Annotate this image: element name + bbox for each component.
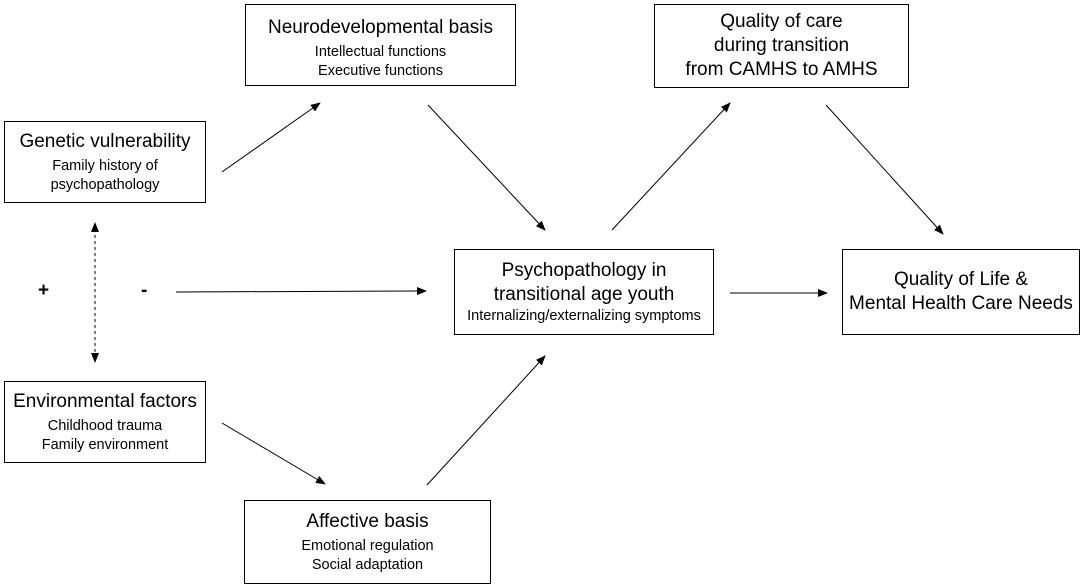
minus-sign: - — [141, 280, 148, 301]
psychopathology-line-2: transitional age youth — [493, 283, 675, 305]
arrow-quality-care-to-qol — [825, 104, 944, 235]
psychopathology-detail: Internalizing/externalizing symptoms — [467, 307, 701, 324]
arrow-affective-to-psychopathology — [426, 355, 546, 486]
quality-care-line-1: Quality of care — [720, 11, 843, 32]
environmental-detail-2: Family environment — [41, 436, 169, 453]
node-environmental-factors: Environmental factors Childhood trauma F… — [4, 381, 206, 463]
arrow-interaction-to-psychopathology — [175, 287, 427, 296]
qol-line-2: Mental Health Care Needs — [849, 293, 1073, 314]
node-affective-basis: Affective basis Emotional regulation Soc… — [244, 500, 491, 584]
plus-sign: + — [38, 280, 50, 301]
affective-title: Affective basis — [306, 510, 429, 532]
environmental-detail-1: Childhood trauma — [47, 417, 163, 434]
psychopathology-line-1: Psychopathology in — [501, 259, 667, 281]
arrow-genetic-to-neuro — [221, 102, 321, 173]
qol-line-1: Quality of Life & — [893, 269, 1029, 290]
quality-care-line-3: from CAMHS to AMHS — [685, 59, 878, 80]
affective-detail-2: Social adaptation — [311, 556, 424, 573]
genetic-title: Genetic vulnerability — [19, 130, 191, 152]
affective-detail-1: Emotional regulation — [301, 537, 434, 554]
environmental-title: Environmental factors — [13, 390, 197, 412]
genetic-detail-2: psychopathology — [50, 176, 160, 193]
quality-care-line-2: during transition — [713, 35, 850, 56]
node-quality-of-care: Quality of care during transition from C… — [654, 4, 909, 88]
node-psychopathology: Psychopathology in transitional age yout… — [454, 249, 714, 335]
neuro-title: Neurodevelopmental basis — [268, 17, 493, 38]
arrow-neuro-to-psychopathology — [427, 104, 546, 231]
neuro-detail-1: Intellectual functions — [314, 44, 447, 60]
arrow-psychopathology-to-quality-care — [611, 102, 731, 231]
node-quality-of-life: Quality of Life & Mental Health Care Nee… — [842, 249, 1080, 335]
node-genetic-vulnerability: Genetic vulnerability Family history of … — [4, 121, 206, 203]
neuro-detail-2: Executive functions — [318, 63, 443, 79]
arrow-environmental-to-affective — [221, 422, 326, 485]
genetic-detail-1: Family history of — [52, 157, 158, 174]
node-neurodevelopmental-basis: Neurodevelopmental basis Intellectual fu… — [245, 4, 516, 86]
